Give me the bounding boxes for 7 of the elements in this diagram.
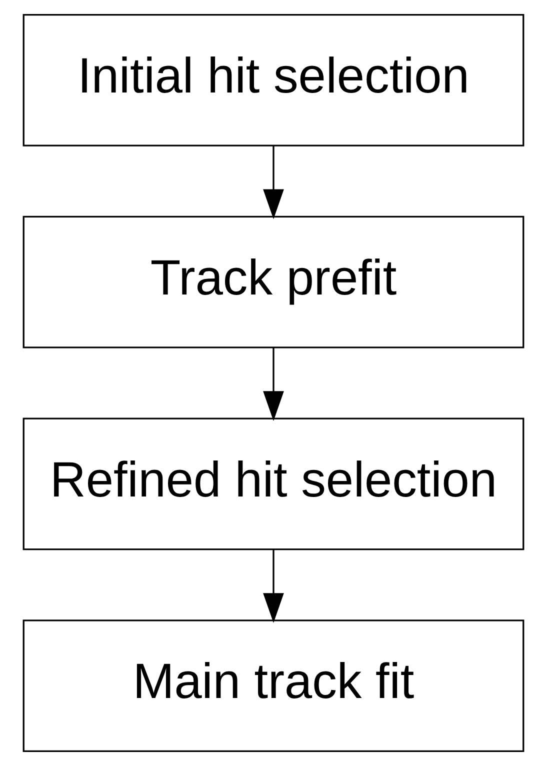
node-box: Main track fit bbox=[22, 620, 524, 752]
node-box: Track prefit bbox=[22, 216, 524, 348]
arrow bbox=[263, 348, 284, 421]
arrow bbox=[263, 550, 284, 623]
arrow bbox=[263, 146, 284, 220]
node-box: Refined hit selection bbox=[22, 418, 524, 550]
node-box: Initial hit selection bbox=[22, 14, 524, 146]
